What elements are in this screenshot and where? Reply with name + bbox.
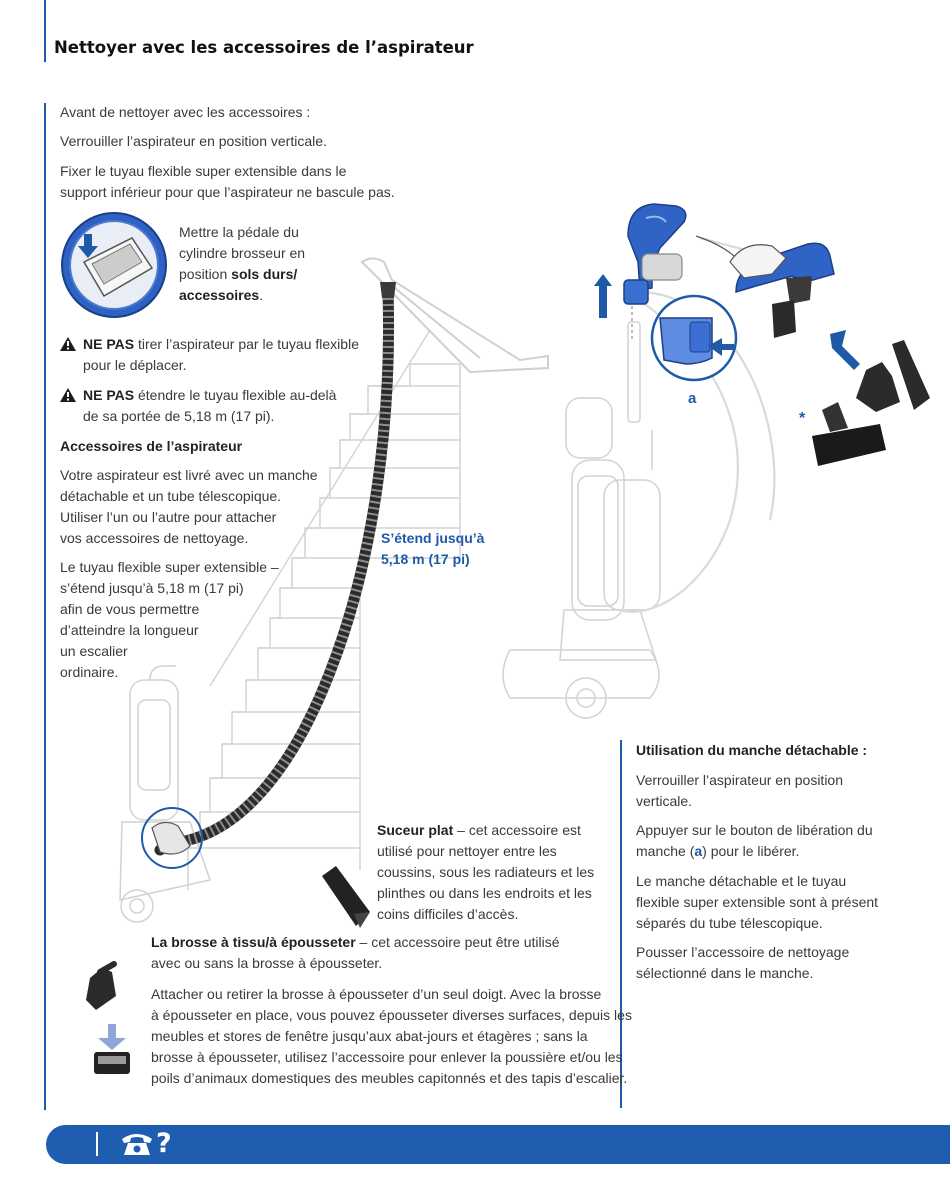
dusting-brush-details: Attacher ou retirer la brosse à épousset… [151,986,632,1086]
accessories-heading: Accessoires de l’aspirateur [60,438,243,454]
accessories-para1: Votre aspirateur est livré avec un manch… [60,467,318,546]
footer-bar [46,1125,950,1164]
callout-star: * [799,410,806,427]
page-title: Nettoyer avec les accessoires de l’aspir… [54,38,474,57]
footer-divider [96,1132,98,1156]
detachable-heading: Utilisation du manche détachable : [636,742,868,758]
detachable-step4: Pousser l’accessoire de nettoyage sélect… [636,944,850,981]
callout-a: a [688,390,697,407]
help-question-mark: ? [156,1128,172,1159]
warning-extend: NE PAS étendre le tuyau flexible au-delà… [83,387,337,424]
right-column-rule [620,740,622,1108]
warning-pull: NE PAS tirer l’aspirateur par le tuyau f… [83,336,359,373]
top-margin-rule [44,0,46,62]
left-column-rule [44,103,46,1110]
pedal-instructions: Mettre la pédale du cylindre brosseur en… [179,224,306,303]
dusting-brush-text: La brosse à tissu/à épousseter – cet acc… [151,934,560,971]
phone-icon [122,1134,152,1155]
warning-icon [60,388,76,402]
crevice-tool-text: Suceur plat – cet accessoire est utilisé… [377,822,595,922]
detachable-step2: Appuyer sur le bouton de libération du m… [636,822,873,859]
intro-lock-text: Verrouiller l’aspirateur en position ver… [60,133,327,149]
intro-hose-text: Fixer le tuyau flexible super extensible… [60,163,395,200]
detachable-step1: Verrouiller l’aspirateur en position ver… [636,772,843,809]
hose-reach-label: S’étend jusqu’à 5,18 m (17 pi) [381,530,485,567]
accessories-para2: Le tuyau flexible super extensible – s’é… [60,559,279,680]
warning-icon [60,337,76,351]
detachable-step3: Le manche détachable et le tuyau flexibl… [636,873,879,931]
intro-text: Avant de nettoyer avec les accessoires : [60,104,311,120]
